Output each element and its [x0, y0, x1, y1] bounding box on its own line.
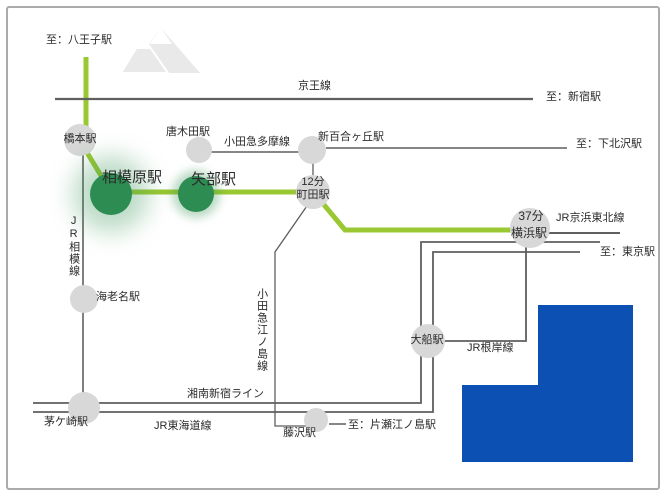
ofuna-label: 大船駅 [410, 334, 444, 346]
yokohama-minutes: 37分 [518, 209, 544, 223]
station-machida [296, 175, 330, 209]
mountain-snow-left-icon [136, 37, 150, 49]
jr-sagami-line-label: JR相模線 [67, 215, 80, 277]
shonan-shinjuku-line [33, 241, 600, 404]
to-tokyo-label: 至：東京駅 [600, 246, 655, 258]
odakyu-tama-line-label: 小田急多摩線 [224, 136, 290, 148]
to-shimokitazawa-label: 至：下北沢駅 [576, 138, 642, 150]
odakyu-enoshima-line-label: 小田急江ノ島線 [255, 288, 268, 372]
station-yabe [178, 176, 214, 212]
to-hachioji-label: 至：八王子駅 [46, 34, 112, 46]
machida-label: 町田駅 [296, 189, 330, 201]
fujisawa-label: 藤沢駅 [283, 427, 316, 439]
jr-tokaido-line-label: JR東海道線 [154, 420, 212, 432]
jr-keihin-tohoku-line-label: JR京浜東北線 [556, 212, 625, 224]
shonan-shinjuku-line-label: 湘南新宿ライン [187, 388, 264, 400]
station-chigasaki [68, 392, 100, 424]
station-sagamihara [90, 173, 132, 215]
machida-minutes: 12分 [301, 176, 325, 188]
odakyu-enoshima-line [274, 202, 310, 427]
blue-block-shape [462, 305, 633, 462]
station-ofuna [411, 324, 445, 358]
station-shin-yurigaoka [298, 136, 326, 164]
to-shinjuku-label: 至：新宿駅 [546, 91, 601, 103]
yokohama-label: 横浜駅 [510, 226, 548, 240]
chigasaki-label: 茅ケ崎駅 [44, 416, 88, 428]
mountain-snow-right-icon [150, 28, 172, 44]
jr-negishi-line [430, 247, 527, 342]
shin-yurigaoka-label: 新百合ヶ丘駅 [318, 131, 384, 143]
sagamihara-label: 相模原駅 [102, 169, 163, 186]
karakida-label: 唐木田駅 [166, 126, 210, 138]
station-ebina [70, 285, 98, 313]
jr-negishi-line-label: JR根岸線 [467, 342, 514, 354]
keio-line-label: 京王線 [298, 80, 331, 92]
mountain-left-peak-icon [119, 35, 170, 74]
station-hashimoto [64, 124, 96, 156]
station-fujisawa [304, 408, 328, 432]
to-katase-enoshima-label: 至：片瀬江ノ島駅 [348, 419, 436, 431]
ebina-label: 海老名駅 [96, 291, 140, 303]
hashimoto-label: 橋本駅 [63, 133, 97, 145]
station-karakida [186, 137, 212, 163]
jr-yokohama-line-to-yokohama [313, 192, 514, 233]
yabe-label: 矢部駅 [191, 171, 237, 188]
station-yokohama [510, 208, 550, 248]
